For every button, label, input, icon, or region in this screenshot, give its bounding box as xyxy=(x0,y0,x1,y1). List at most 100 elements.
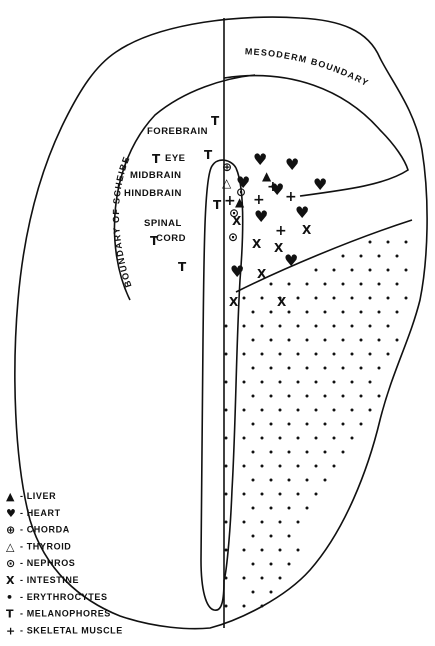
legend-label-thyroid: - THYROID xyxy=(20,541,71,551)
erythrocyte-dot xyxy=(261,297,264,300)
eye-label: EYE xyxy=(165,153,186,164)
erythrocyte-dot xyxy=(315,465,318,468)
erythrocyte-dot xyxy=(351,325,354,328)
intestine-marker-icon: X xyxy=(229,295,239,309)
erythrocyte-dot xyxy=(324,283,327,286)
erythrocyte-dot xyxy=(387,325,390,328)
erythrocyte-dot xyxy=(261,521,264,524)
erythrocyte-dot xyxy=(225,605,228,608)
erythrocyte-dot xyxy=(405,241,408,244)
legend-symbol-liver-icon: ▲ xyxy=(6,490,15,503)
legend-label-skeletal-muscle: - SKELETAL MUSCLE xyxy=(20,625,123,635)
erythrocyte-dot xyxy=(378,255,381,258)
erythrocyte-dot xyxy=(279,353,282,356)
erythrocyte-dot xyxy=(297,381,300,384)
erythrocyte-dot xyxy=(297,465,300,468)
erythrocyte-dot xyxy=(243,409,246,412)
nephros-marker-icon: ⊙ xyxy=(228,230,238,244)
erythrocyte-dot xyxy=(225,493,228,496)
muscle-marker-icon: + xyxy=(267,179,279,195)
erythrocyte-dot xyxy=(279,549,282,552)
erythrocyte-dot xyxy=(279,521,282,524)
erythrocyte-dot xyxy=(252,507,255,510)
erythrocyte-dot xyxy=(342,451,345,454)
erythrocyte-dot xyxy=(243,437,246,440)
erythrocyte-dot xyxy=(225,325,228,328)
melanophore-marker-icon: T xyxy=(178,260,187,274)
erythrocyte-dot xyxy=(225,465,228,468)
legend-label-liver: - LIVER xyxy=(20,491,56,501)
erythrocyte-dot xyxy=(306,283,309,286)
erythrocyte-dot xyxy=(252,591,255,594)
erythrocyte-dot xyxy=(333,269,336,272)
chorda-marker-icon: ⊕ xyxy=(222,160,232,174)
erythrocyte-dots xyxy=(225,241,408,608)
erythrocyte-dot xyxy=(279,325,282,328)
erythrocyte-dot xyxy=(351,269,354,272)
legend-label-melanophores: - MELANOPHORES xyxy=(20,609,111,619)
erythrocyte-dot xyxy=(333,353,336,356)
erythrocyte-dot xyxy=(324,311,327,314)
intestine-marker-icon: X xyxy=(302,223,312,237)
erythrocyte-dot xyxy=(342,283,345,286)
erythrocyte-dot xyxy=(288,563,291,566)
erythrocyte-dot xyxy=(279,577,282,580)
erythrocyte-dot xyxy=(243,325,246,328)
erythrocyte-dot xyxy=(297,549,300,552)
erythrocyte-dot xyxy=(225,549,228,552)
erythrocyte-dot xyxy=(288,395,291,398)
erythrocyte-dot xyxy=(306,507,309,510)
legend-symbol-intestine-icon: X xyxy=(6,574,15,587)
erythrocyte-dot xyxy=(288,339,291,342)
mesoderm-boundary-label: MESODERM BOUNDARY xyxy=(245,46,371,88)
legend-symbol-nephros-icon: ⊙ xyxy=(6,557,15,570)
erythrocyte-dot xyxy=(306,395,309,398)
erythrocyte-dot xyxy=(288,451,291,454)
erythrocyte-dot xyxy=(270,451,273,454)
erythrocyte-dot xyxy=(252,535,255,538)
muscle-marker-icon: + xyxy=(275,223,287,239)
erythrocyte-dot xyxy=(270,591,273,594)
erythrocyte-dot xyxy=(243,577,246,580)
erythrocyte-dot xyxy=(387,241,390,244)
erythrocyte-dot xyxy=(261,325,264,328)
erythrocyte-dot xyxy=(261,437,264,440)
muscle-marker-icon: + xyxy=(285,189,297,205)
heart-marker-icon: ♥ xyxy=(284,251,298,270)
erythrocyte-dot xyxy=(306,423,309,426)
erythrocyte-dot xyxy=(270,367,273,370)
erythrocyte-dot xyxy=(288,507,291,510)
erythrocyte-dot xyxy=(279,437,282,440)
erythrocyte-dot xyxy=(324,395,327,398)
legend-label-chorda: - CHORDA xyxy=(20,525,70,535)
erythrocyte-dot xyxy=(315,297,318,300)
erythrocyte-dot xyxy=(225,409,228,412)
erythrocyte-dot xyxy=(270,423,273,426)
erythrocyte-dot xyxy=(333,409,336,412)
erythrocyte-area-boundary xyxy=(236,220,412,292)
erythrocyte-dot xyxy=(369,353,372,356)
heart-marker-icon: ♥ xyxy=(285,155,299,174)
erythrocyte-dot xyxy=(243,381,246,384)
heart-marker-icon: ♥ xyxy=(295,203,309,222)
erythrocyte-dot xyxy=(369,269,372,272)
erythrocyte-dot xyxy=(306,339,309,342)
legend-symbol-melanophores-icon: T xyxy=(6,608,14,621)
erythrocyte-dot xyxy=(225,381,228,384)
heart-marker-icon: ♥ xyxy=(313,175,327,194)
erythrocyte-dot xyxy=(378,311,381,314)
erythrocyte-dot xyxy=(279,465,282,468)
erythrocyte-dot xyxy=(243,605,246,608)
erythrocyte-dot xyxy=(324,339,327,342)
embryo-outline xyxy=(15,17,427,629)
erythrocyte-dot xyxy=(243,465,246,468)
intestine-marker-icon: X xyxy=(257,267,267,281)
erythrocyte-dot xyxy=(369,381,372,384)
legend-symbol-thyroid-icon: △ xyxy=(6,540,15,553)
erythrocyte-dot xyxy=(351,381,354,384)
erythrocyte-dot xyxy=(360,283,363,286)
erythrocyte-dot xyxy=(252,395,255,398)
